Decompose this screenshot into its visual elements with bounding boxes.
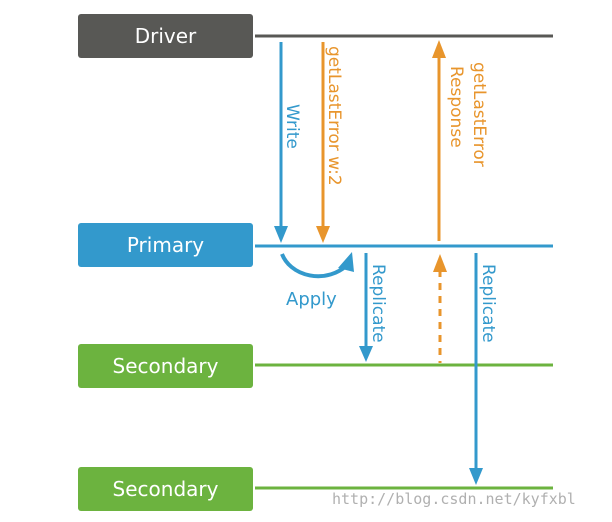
driver-node: Driver (78, 14, 253, 58)
watermark: http://blog.csdn.net/kyfxbl (332, 490, 576, 508)
replicate-label-2: Replicate (478, 264, 498, 343)
get-last-error-arrow (316, 42, 330, 243)
replicate-label-1: Replicate (368, 264, 388, 343)
secondary-node-1: Secondary (78, 344, 253, 388)
apply-label: Apply (286, 289, 337, 310)
driver-label: Driver (134, 24, 197, 48)
secondary-ack-dashed-arrow (433, 254, 447, 363)
apply-arrow (280, 252, 354, 279)
get-last-error-response-arrow (432, 40, 446, 241)
response-label-line1: getLastError (469, 62, 489, 167)
replicate-arrow-2 (469, 253, 483, 485)
replicate-arrow-1 (359, 253, 373, 362)
get-last-error-w2-label: getLastError w:2 (324, 46, 344, 186)
write-arrow (274, 42, 288, 243)
response-label-line2: Response (446, 66, 466, 148)
primary-node: Primary (78, 223, 253, 267)
secondary-2-label: Secondary (112, 477, 219, 501)
secondary-1-label: Secondary (112, 354, 219, 378)
secondary-node-2: Secondary (78, 467, 253, 511)
primary-label: Primary (126, 233, 205, 257)
write-label: Write (282, 104, 302, 149)
